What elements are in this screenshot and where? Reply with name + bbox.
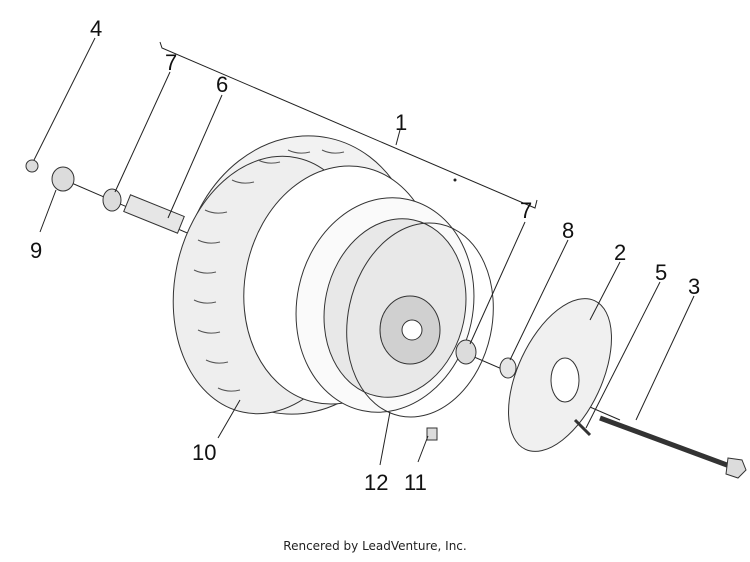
bearing-right (455, 339, 477, 365)
credit-text: Rencered by LeadVenture, Inc. (283, 539, 467, 553)
callout-8: 8 (562, 218, 574, 243)
leader-3 (635, 295, 695, 421)
leader-4 (33, 37, 96, 161)
leader-10 (217, 399, 241, 439)
leader-2 (589, 261, 621, 321)
callout-5: 5 (655, 260, 667, 285)
rim (295, 197, 475, 413)
callout-7-left: 7 (165, 50, 177, 75)
speedo-drive (51, 166, 75, 192)
leader-5 (585, 281, 661, 429)
leader-12 (379, 411, 391, 466)
leader-7b (469, 221, 526, 345)
callout-1: 1 (395, 110, 407, 135)
valve (426, 427, 438, 441)
leader-1 (395, 129, 401, 146)
dot (453, 178, 457, 182)
callout-12: 12 (364, 470, 388, 495)
spacer-tube (123, 194, 185, 234)
bearing-left (102, 188, 122, 212)
axle (599, 415, 747, 479)
callout-6: 6 (216, 72, 228, 97)
leader-7a (114, 71, 171, 193)
disc-bolt (573, 418, 592, 437)
callout-4: 4 (90, 16, 102, 41)
callout-11: 11 (404, 470, 427, 495)
callout-3: 3 (688, 274, 700, 299)
brake-disc (508, 298, 612, 452)
callout-2: 2 (614, 240, 626, 265)
leader-8 (509, 239, 569, 361)
spacer (499, 357, 517, 379)
leader-11 (417, 435, 429, 463)
nut (25, 159, 39, 173)
leader-6 (167, 94, 223, 219)
callout-7-right: 7 (520, 198, 532, 223)
o-ring (346, 222, 494, 418)
bracket-1 (159, 41, 538, 209)
leader-9 (39, 189, 57, 233)
callout-9: 9 (30, 238, 42, 263)
callout-10: 10 (192, 440, 216, 465)
